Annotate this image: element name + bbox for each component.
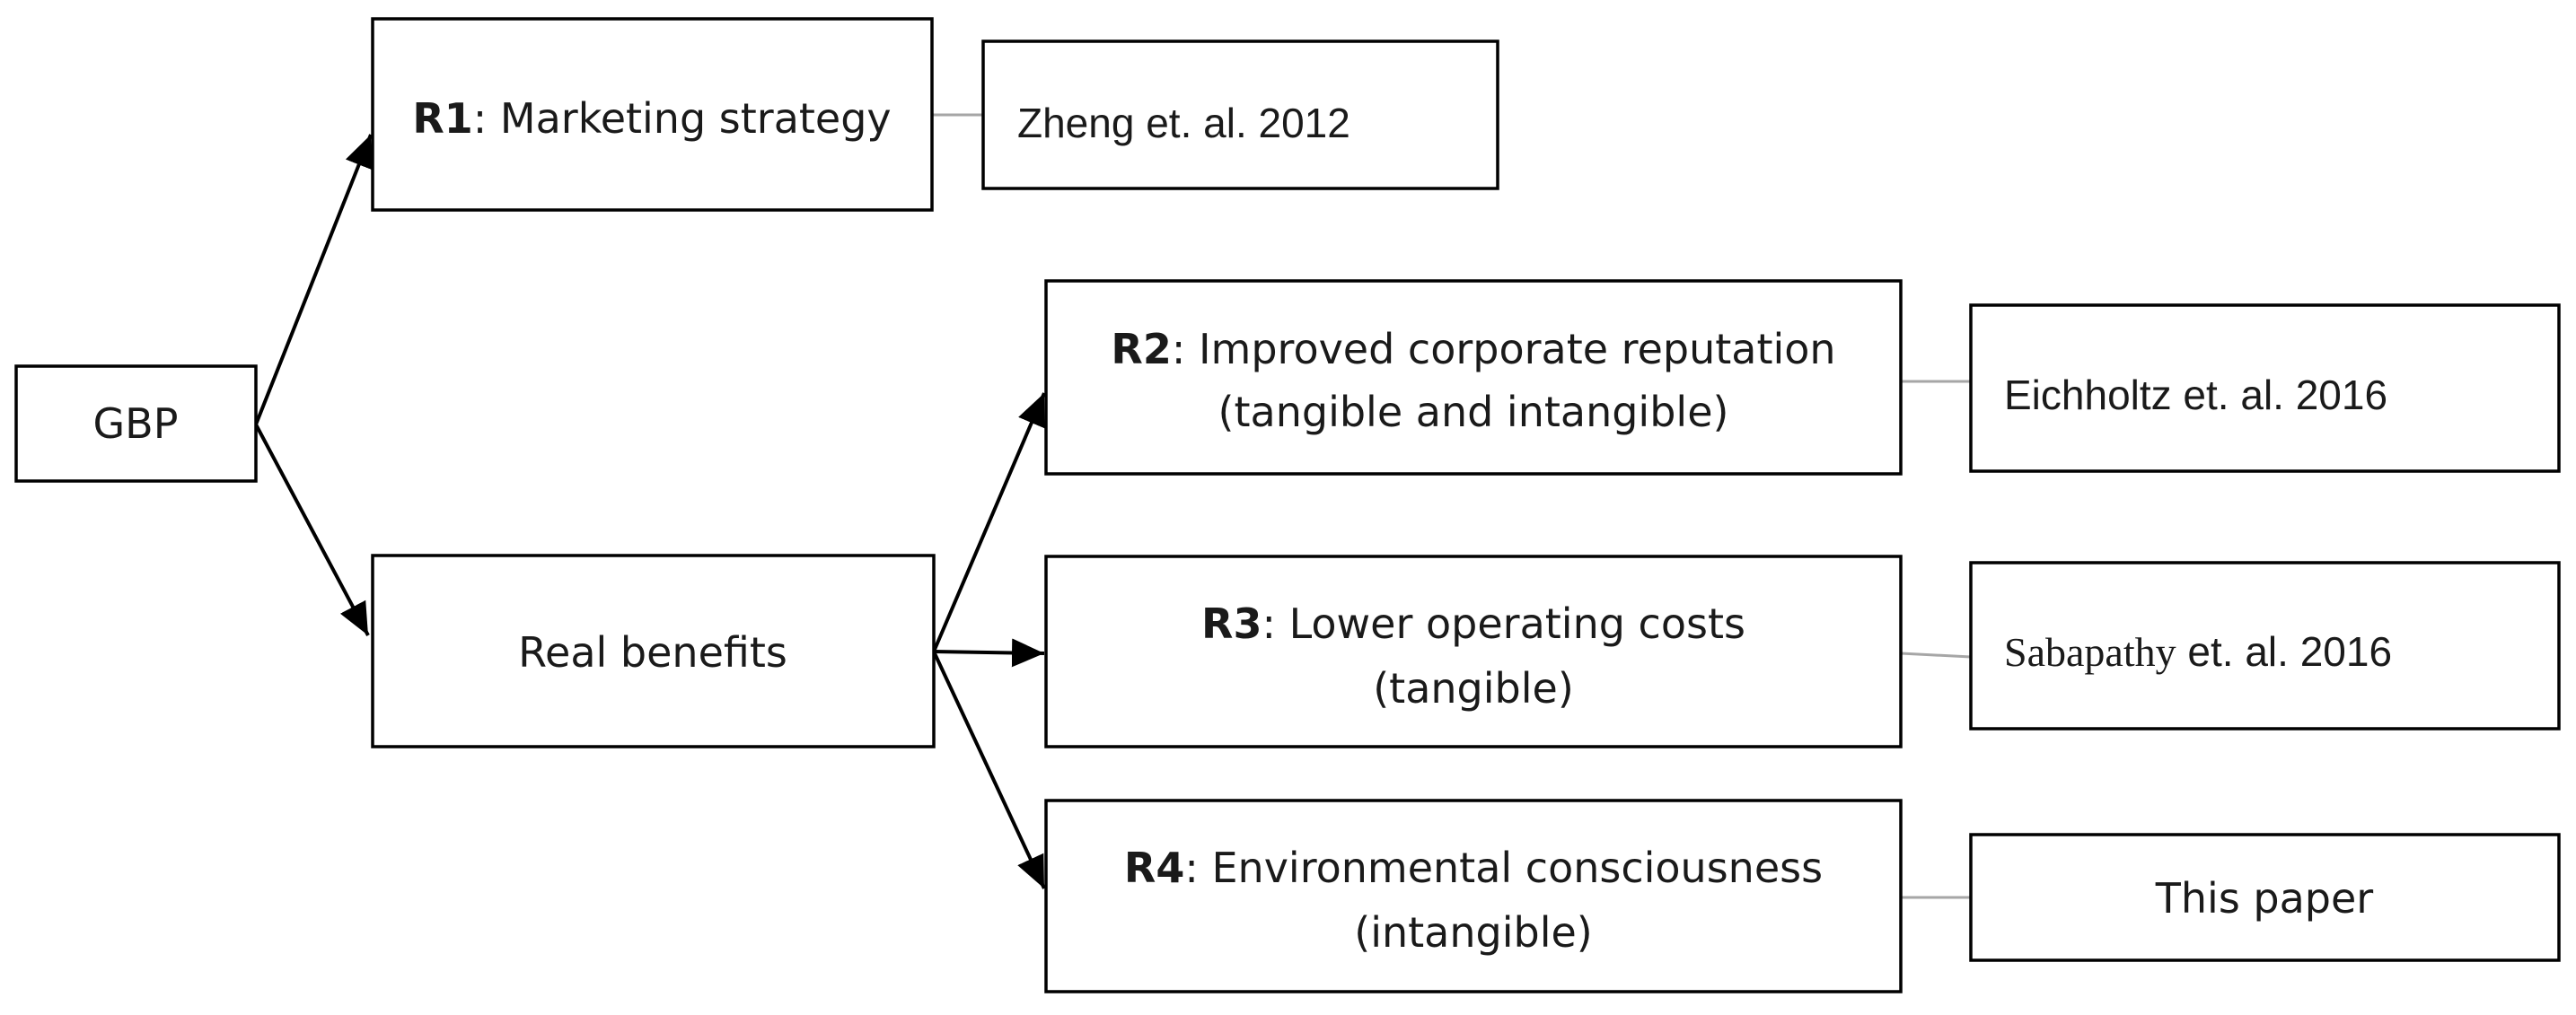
node-r2-label: : Improved corporate reputation	[1172, 325, 1836, 373]
node-r4-id: R4	[1124, 844, 1184, 892]
node-real-benefits: Real benefits	[371, 554, 936, 748]
ref-r3: Sabapathy et. al. 2016	[1969, 561, 2561, 731]
arrow-real-benefits-to-r3	[933, 638, 1045, 668]
node-gbp: GBP	[14, 364, 258, 483]
node-r1-text: R1: Marketing strategy	[412, 94, 891, 143]
arrow-real-benefits-to-r4	[932, 651, 1046, 889]
ref-r2: Eichholtz et. al. 2016	[1969, 303, 2561, 473]
ref-r3-rest: et. al. 2016	[2176, 628, 2392, 675]
node-r3: R3: Lower operating costs (tangible)	[1044, 555, 1903, 748]
connector-r3-ref	[1900, 652, 1972, 659]
node-r2-text: R2: Improved corporate reputation	[1111, 325, 1835, 373]
ref-r1-text: Zheng et. al. 2012	[1017, 100, 1350, 146]
node-r3-id: R3	[1201, 599, 1262, 648]
connectors	[932, 113, 1972, 899]
node-gbp-label: GBP	[93, 399, 179, 448]
node-r3-text: R3: Lower operating costs	[1201, 599, 1745, 648]
node-r1-id: R1	[412, 94, 472, 143]
ref-r1: Zheng et. al. 2012	[981, 39, 1499, 190]
node-r4: R4: Environmental consciousness (intangi…	[1044, 799, 1903, 993]
node-r4-sub: (intangible)	[1354, 908, 1592, 957]
node-r2: R2: Improved corporate reputation (tangi…	[1044, 279, 1903, 476]
ref-r4-text: This paper	[2155, 874, 2374, 923]
ref-r2-text: Eichholtz et. al. 2016	[2004, 372, 2387, 418]
node-r2-id: R2	[1111, 325, 1171, 373]
arrow-gbp-to-r1	[254, 134, 373, 425]
node-r1-label: : Marketing strategy	[473, 94, 892, 143]
node-r2-sub: (tangible and intangible)	[1218, 388, 1729, 436]
node-r3-label: : Lower operating costs	[1262, 599, 1745, 648]
arrows	[254, 134, 1046, 889]
node-r3-sub: (tangible)	[1373, 664, 1574, 713]
ref-r3-name: Sabapathy	[2004, 629, 2176, 675]
node-real-benefits-label: Real benefits	[518, 628, 787, 677]
ref-r3-text: Sabapathy et. al. 2016	[2004, 628, 2392, 675]
arrow-real-benefits-to-r2	[932, 392, 1046, 652]
arrow-gbp-to-real-benefits	[254, 424, 370, 636]
node-r1: R1: Marketing strategy	[371, 17, 934, 212]
node-r4-text: R4: Environmental consciousness	[1124, 844, 1823, 892]
ref-r4: This paper	[1969, 833, 2561, 962]
node-r4-label: : Environmental consciousness	[1184, 844, 1823, 892]
